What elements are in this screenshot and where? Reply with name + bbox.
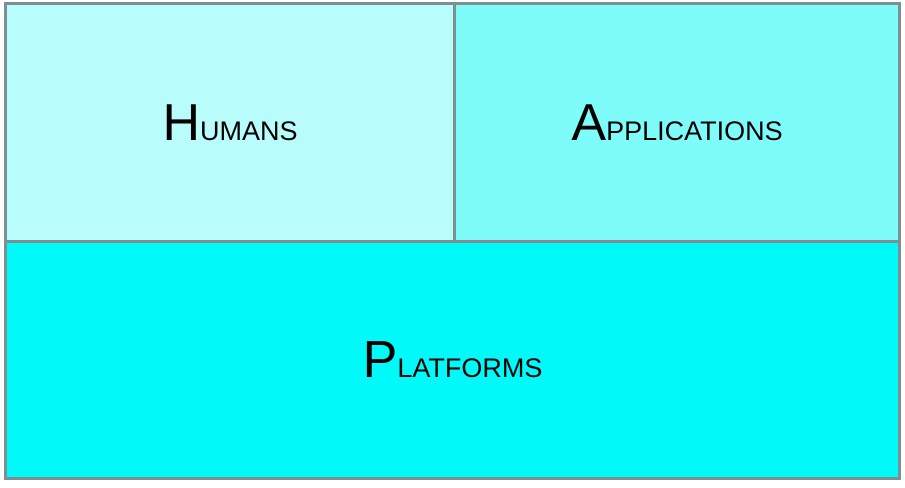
layer-label-platforms-capital: P (362, 331, 398, 389)
layer-label-applications-rest: pplications (606, 105, 783, 149)
layer-label-platforms: Platforms (363, 334, 543, 386)
layer-label-platforms-rest: latforms (397, 343, 543, 386)
diagram-row-top: Humans Applications (4, 2, 901, 243)
layer-box-applications[interactable]: Applications (453, 2, 901, 243)
layer-label-humans-capital: H (162, 93, 201, 152)
layer-box-platforms[interactable]: Platforms (4, 240, 901, 480)
layer-label-applications: Applications (571, 97, 782, 149)
layer-label-applications-capital: A (571, 93, 607, 152)
layer-label-humans-rest: umans (200, 105, 298, 149)
layer-box-humans[interactable]: Humans (4, 2, 456, 243)
layered-architecture-diagram: Humans Applications Platforms (4, 2, 901, 483)
diagram-row-bottom: Platforms (4, 240, 901, 480)
layer-label-humans: Humans (162, 97, 297, 149)
